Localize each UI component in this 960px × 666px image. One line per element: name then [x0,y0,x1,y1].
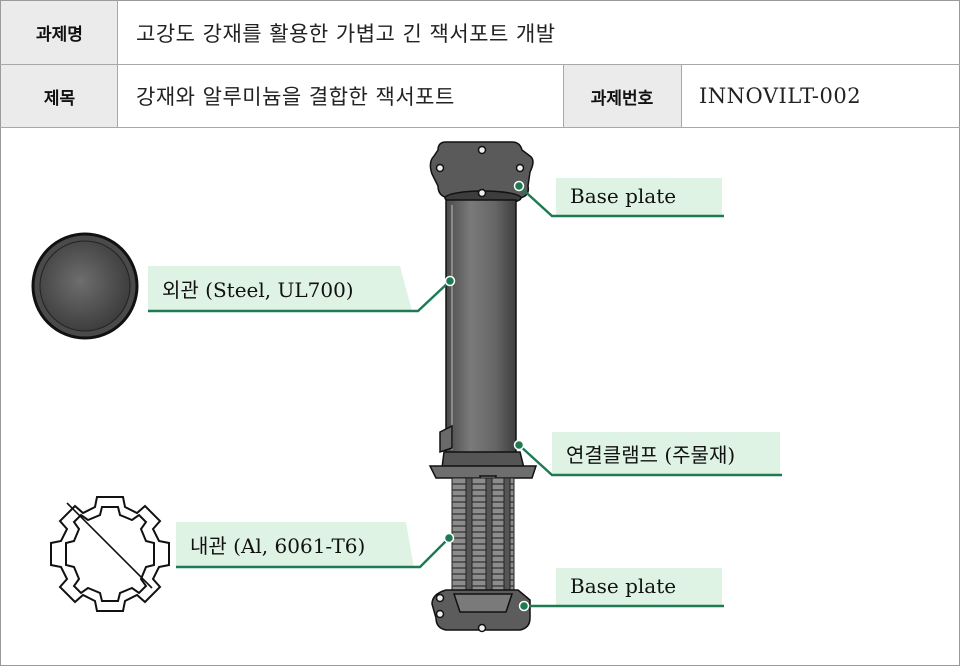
callout-base-plate-top-label: Base plate [570,184,677,208]
header-col-divider-2 [563,64,564,128]
outer-pipe [445,199,517,456]
title-label: 제목 [1,65,118,127]
callout-boxes [148,178,780,606]
project-name-value: 고강도 강재를 활용한 가볍고 긴 잭서포트 개발 [136,21,556,46]
leader-dots [443,180,530,612]
callout-inner-pipe-label: 내관 (Al, 6061-T6) [190,533,366,558]
project-number-value: INNOVILT-002 [699,84,862,108]
callout-base-plate-bottom: Base plate [556,568,676,604]
bottom-base-plate [431,589,531,633]
leader-lines [148,185,782,608]
top-base-plate [429,141,534,206]
project-number-label: 과제번호 [563,65,681,127]
callout-inner-pipe: 내관 (Al, 6061-T6) [176,522,365,566]
inner-pipe-section-icon [50,496,170,612]
header-divider [0,64,960,65]
inner-pipe [451,477,515,591]
project-name-label: 과제명 [1,1,118,64]
outer-pipe-section-icon [31,232,139,340]
header-col-divider-3 [681,64,682,128]
callout-clamp: 연결클램프 (주물재) [552,432,735,474]
callout-outer-pipe-label: 외관 (Steel, UL700) [162,277,354,302]
connection-clamp [428,424,538,495]
callout-clamp-label: 연결클램프 (주물재) [566,442,736,467]
header-col-divider [117,0,118,128]
title-value: 강재와 알루미늄을 결합한 잭서포트 [136,85,455,109]
callout-base-plate-top: Base plate [556,178,676,214]
callout-outer-pipe: 외관 (Steel, UL700) [148,266,354,310]
callout-base-plate-bottom-label: Base plate [570,574,677,598]
header-bottom-border [0,127,960,128]
